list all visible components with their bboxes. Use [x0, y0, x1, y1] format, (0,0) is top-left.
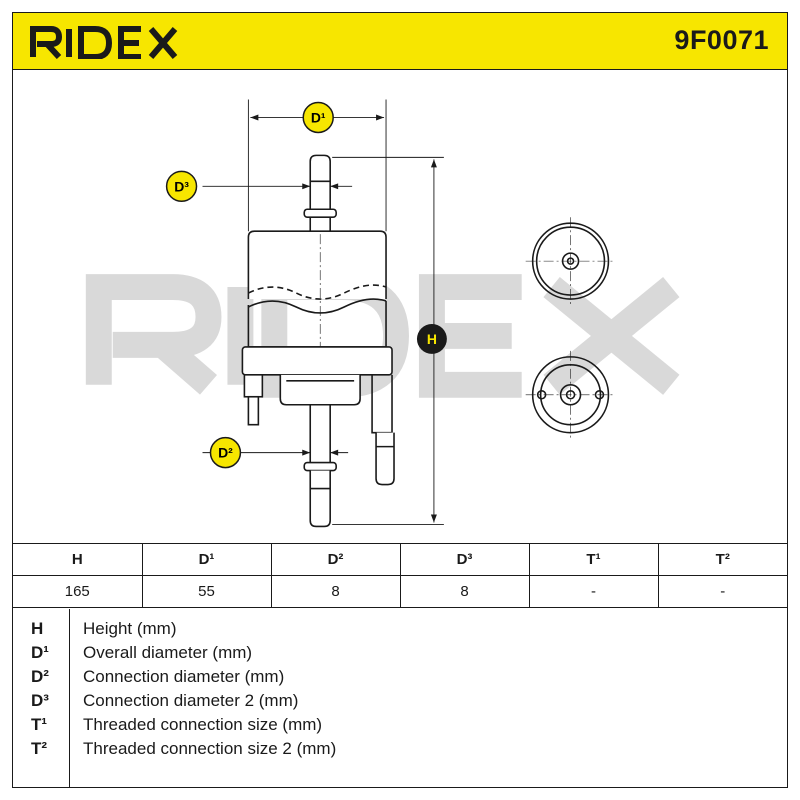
ridex-logo [30, 26, 178, 59]
spec-value: 55 [142, 575, 272, 608]
top-view [525, 217, 616, 306]
spec-value: 165 [13, 575, 143, 608]
legend-symbol: T² [31, 739, 48, 758]
spec-header-row: H D¹ D² D³ T¹ T² [13, 543, 787, 576]
h-badge: H [416, 323, 447, 354]
bottom-view [525, 350, 616, 439]
svg-text:H: H [427, 331, 437, 347]
legend-description: Threaded connection size (mm) [83, 715, 323, 734]
spec-header: H [13, 543, 143, 576]
d2-badge: D² [209, 436, 242, 469]
technical-drawing: D¹ D³ D² H [85, 99, 680, 528]
spec-value: 8 [271, 575, 401, 608]
legend-description: Connection diameter (mm) [83, 667, 285, 686]
legend-symbol: D¹ [31, 643, 49, 662]
legend-description: Threaded connection size 2 (mm) [83, 739, 337, 758]
spec-header: T¹ [529, 543, 659, 576]
spec-table: H D¹ D² D³ T¹ T² 165 55 8 8 - - [13, 543, 787, 608]
spec-value: - [658, 575, 787, 608]
legend-symbol: H [31, 619, 44, 638]
spec-header: D² [271, 543, 401, 576]
spec-value: - [529, 575, 659, 608]
legend-item: T¹ Threaded connection size (mm) [13, 715, 787, 739]
legend-item: D² Connection diameter (mm) [13, 667, 787, 691]
spec-value-row: 165 55 8 8 - - [13, 575, 787, 608]
legend-divider [69, 609, 70, 787]
d1-badge: D¹ [302, 101, 334, 134]
legend-description: Height (mm) [83, 619, 177, 638]
legend-symbol: D³ [31, 691, 49, 710]
d3-badge: D³ [165, 170, 198, 203]
legend-item: D¹ Overall diameter (mm) [13, 643, 787, 667]
legend-item: D³ Connection diameter 2 (mm) [13, 691, 787, 715]
spec-header: D¹ [142, 543, 272, 576]
legend-symbol: D² [31, 667, 49, 686]
legend-item: H Height (mm) [13, 619, 787, 643]
part-number: 9F0071 [674, 25, 769, 55]
svg-text:D²: D² [218, 445, 233, 461]
product-sheet: 9F0071 [12, 12, 788, 788]
spec-value: 8 [400, 575, 530, 608]
svg-text:D³: D³ [174, 178, 189, 194]
legend-description: Overall diameter (mm) [83, 643, 253, 662]
spec-header: D³ [400, 543, 530, 576]
spec-header: T² [658, 543, 787, 576]
legend-symbol: T¹ [31, 715, 48, 734]
legend-description: Connection diameter 2 (mm) [83, 691, 299, 710]
legend-item: T² Threaded connection size 2 (mm) [13, 739, 787, 763]
svg-text:D¹: D¹ [311, 109, 326, 125]
legend: H Height (mm) D¹ Overall diameter (mm) D… [13, 609, 787, 787]
header-bar: 9F0071 [13, 13, 787, 70]
